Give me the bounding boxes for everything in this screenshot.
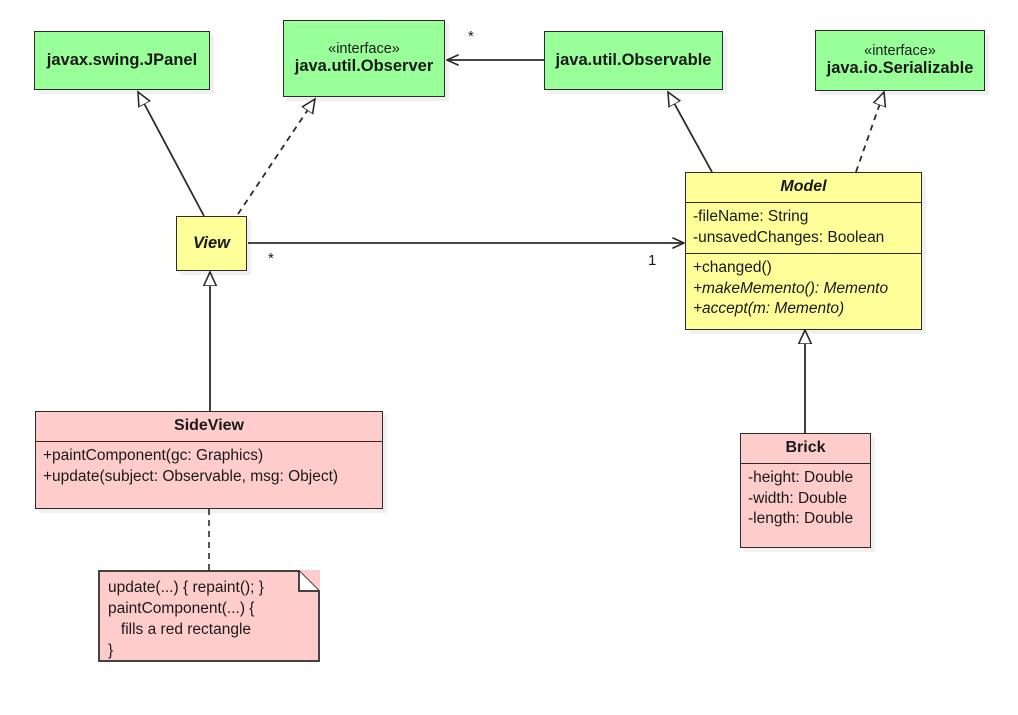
class-box-observable[interactable]: java.util.Observable <box>544 31 723 90</box>
note-line: paintComponent(...) { <box>108 600 255 618</box>
interface-name-observer: java.util.Observer <box>294 57 434 76</box>
class-name-observable: java.util.Observable <box>555 51 712 69</box>
note-line: update(...) { repaint(); } <box>108 579 264 596</box>
multiplicity-model-target: 1 <box>648 252 657 269</box>
edge-model-implements-serializable <box>855 92 884 173</box>
note-box-sideview[interactable]: update(...) { repaint(); } paintComponen… <box>98 570 320 662</box>
model-operations-compartment: +changed() +makeMemento(): Memento +acce… <box>686 253 921 325</box>
stereotype-label-serializable: «interface» <box>864 43 936 60</box>
model-attribute: -fileName: String <box>693 208 809 225</box>
class-box-view[interactable]: View <box>176 216 247 271</box>
model-attribute: -unsavedChanges: Boolean <box>693 228 885 246</box>
model-operation: +changed() <box>693 259 772 277</box>
note-shape <box>98 570 320 662</box>
edge-view-extends-jpanel <box>138 92 205 217</box>
note-line: fills a red rectangle <box>108 621 252 639</box>
class-name-view: View <box>193 234 230 252</box>
class-box-jpanel[interactable]: javax.swing.JPanel <box>34 31 210 90</box>
class-name-brick: Brick <box>785 439 826 456</box>
multiplicity-view-source: * <box>268 250 274 267</box>
class-name-sideview: SideView <box>174 417 244 434</box>
brick-attribute: -width: Double <box>748 489 848 507</box>
sideview-operation: +paintComponent(gc: Graphics) <box>43 447 264 464</box>
interface-box-observer[interactable]: «interface» java.util.Observer <box>283 20 445 97</box>
brick-attribute: -height: Double <box>748 469 854 486</box>
class-box-brick[interactable]: Brick -height: Double -width: Double -le… <box>740 433 871 548</box>
edge-view-implements-observer <box>237 99 315 215</box>
class-name-jpanel: javax.swing.JPanel <box>46 51 198 69</box>
brick-attribute: -length: Double <box>748 510 854 528</box>
multiplicity-observable-to-observer: * <box>468 28 474 45</box>
interface-name-serializable: java.io.Serializable <box>826 59 974 78</box>
model-operation: +makeMemento(): Memento <box>693 279 889 297</box>
sideview-operations-compartment: +paintComponent(gc: Graphics) +update(su… <box>36 441 382 492</box>
brick-attributes-compartment: -height: Double -width: Double -length: … <box>741 463 870 535</box>
note-line: } <box>108 642 114 660</box>
class-name-model: Model <box>780 178 827 195</box>
model-attributes-compartment: -fileName: String -unsavedChanges: Boole… <box>686 202 921 253</box>
class-box-sideview[interactable]: SideView +paintComponent(gc: Graphics) +… <box>35 411 383 509</box>
edge-model-extends-observable <box>668 92 713 173</box>
note-text: update(...) { repaint(); } paintComponen… <box>108 577 314 661</box>
model-operation: +accept(m: Memento) <box>693 300 845 318</box>
class-box-model[interactable]: Model -fileName: String -unsavedChanges:… <box>685 172 922 330</box>
sideview-operation: +update(subject: Observable, msg: Object… <box>43 467 339 485</box>
interface-box-serializable[interactable]: «interface» java.io.Serializable <box>815 30 985 91</box>
stereotype-label-observer: «interface» <box>328 41 400 58</box>
